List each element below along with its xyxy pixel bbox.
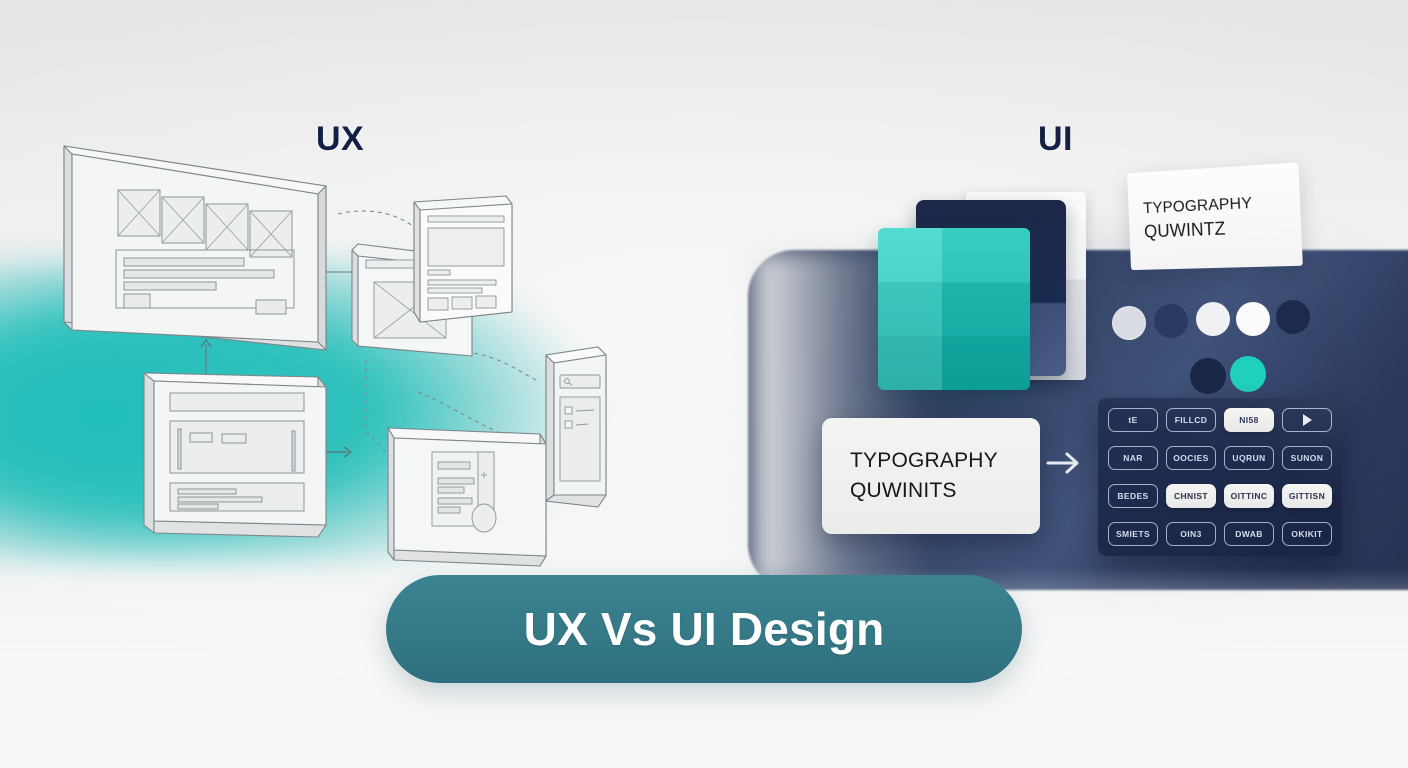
ui-button-grid-panel: tE FILLCD NI58 NAR OOCIES UQRUN SUNON BE…	[1098, 398, 1342, 556]
swatch-row1-5[interactable]	[1276, 300, 1310, 334]
typography-card-top-line2: QUWINTZ	[1143, 217, 1226, 242]
ui-button-r2c4[interactable]: SUNON	[1282, 446, 1332, 470]
ui-button-r4c1[interactable]: SMIETS	[1108, 522, 1158, 546]
hero-wireframe-board	[58, 142, 334, 360]
typography-card-bottom-line1: TYPOGRAPHY	[850, 449, 998, 472]
ui-button-r3c2[interactable]: CHNIST	[1166, 484, 1216, 508]
typography-card-bottom: TYPOGRAPHY QUWINITS	[822, 418, 1040, 534]
color-swatch-palette	[1112, 300, 1312, 398]
ui-button-r1c1[interactable]: tE	[1108, 408, 1158, 432]
ui-button-r4c3[interactable]: DWAB	[1224, 522, 1274, 546]
ui-button-r2c1[interactable]: NAR	[1108, 446, 1158, 470]
typography-card-top-line1: TYPOGRAPHY	[1142, 194, 1253, 217]
overlapping-wireframe-pair	[348, 195, 526, 368]
play-icon	[1302, 414, 1312, 426]
swatch-row1-3[interactable]	[1196, 302, 1230, 336]
swatch-row1-4[interactable]	[1236, 302, 1270, 336]
ui-button-r3c4[interactable]: GITTISN	[1282, 484, 1332, 508]
button-row-1: tE FILLCD NI58	[1108, 408, 1332, 432]
content-wireframe-board	[140, 365, 336, 547]
ui-button-r1c3[interactable]: NI58	[1224, 408, 1274, 432]
page-title: UX Vs UI Design	[523, 603, 885, 655]
ui-button-r2c3[interactable]: UQRUN	[1224, 446, 1274, 470]
main-title-pill: UX Vs UI Design	[386, 575, 1022, 683]
swatch-row2-2[interactable]	[1230, 356, 1266, 392]
swatch-row1-1[interactable]	[1112, 306, 1146, 340]
card-teal	[878, 228, 1030, 390]
button-row-3: BEDES CHNIST OITTINC GITTISN	[1108, 484, 1332, 508]
swatch-row1-2[interactable]	[1154, 304, 1188, 338]
mobile-wireframe-panel	[540, 345, 612, 525]
ui-button-r1c2[interactable]: FILLCD	[1166, 408, 1216, 432]
ui-card-stack	[860, 192, 1110, 406]
ui-button-r1c4-play[interactable]	[1282, 408, 1332, 432]
typography-card-bottom-line2: QUWINITS	[850, 479, 957, 502]
ui-section-label: UI	[1038, 120, 1073, 158]
typography-card-top: TYPOGRAPHY QUWINTZ	[1127, 162, 1303, 271]
button-row-4: SMIETS OIN3 DWAB OKIKIT	[1108, 522, 1332, 546]
article-wireframe-board	[384, 424, 554, 576]
ui-button-r4c2[interactable]: OIN3	[1166, 522, 1216, 546]
button-row-2: NAR OOCIES UQRUN SUNON	[1108, 446, 1332, 470]
arrow-right-icon	[1046, 448, 1086, 478]
ux-section-label: UX	[316, 120, 365, 158]
ui-button-r3c3[interactable]: OITTINC	[1224, 484, 1274, 508]
ui-button-r2c2[interactable]: OOCIES	[1166, 446, 1216, 470]
swatch-row2-1[interactable]	[1190, 358, 1226, 394]
ui-button-r3c1[interactable]: BEDES	[1108, 484, 1158, 508]
ui-button-r4c4[interactable]: OKIKIT	[1282, 522, 1332, 546]
